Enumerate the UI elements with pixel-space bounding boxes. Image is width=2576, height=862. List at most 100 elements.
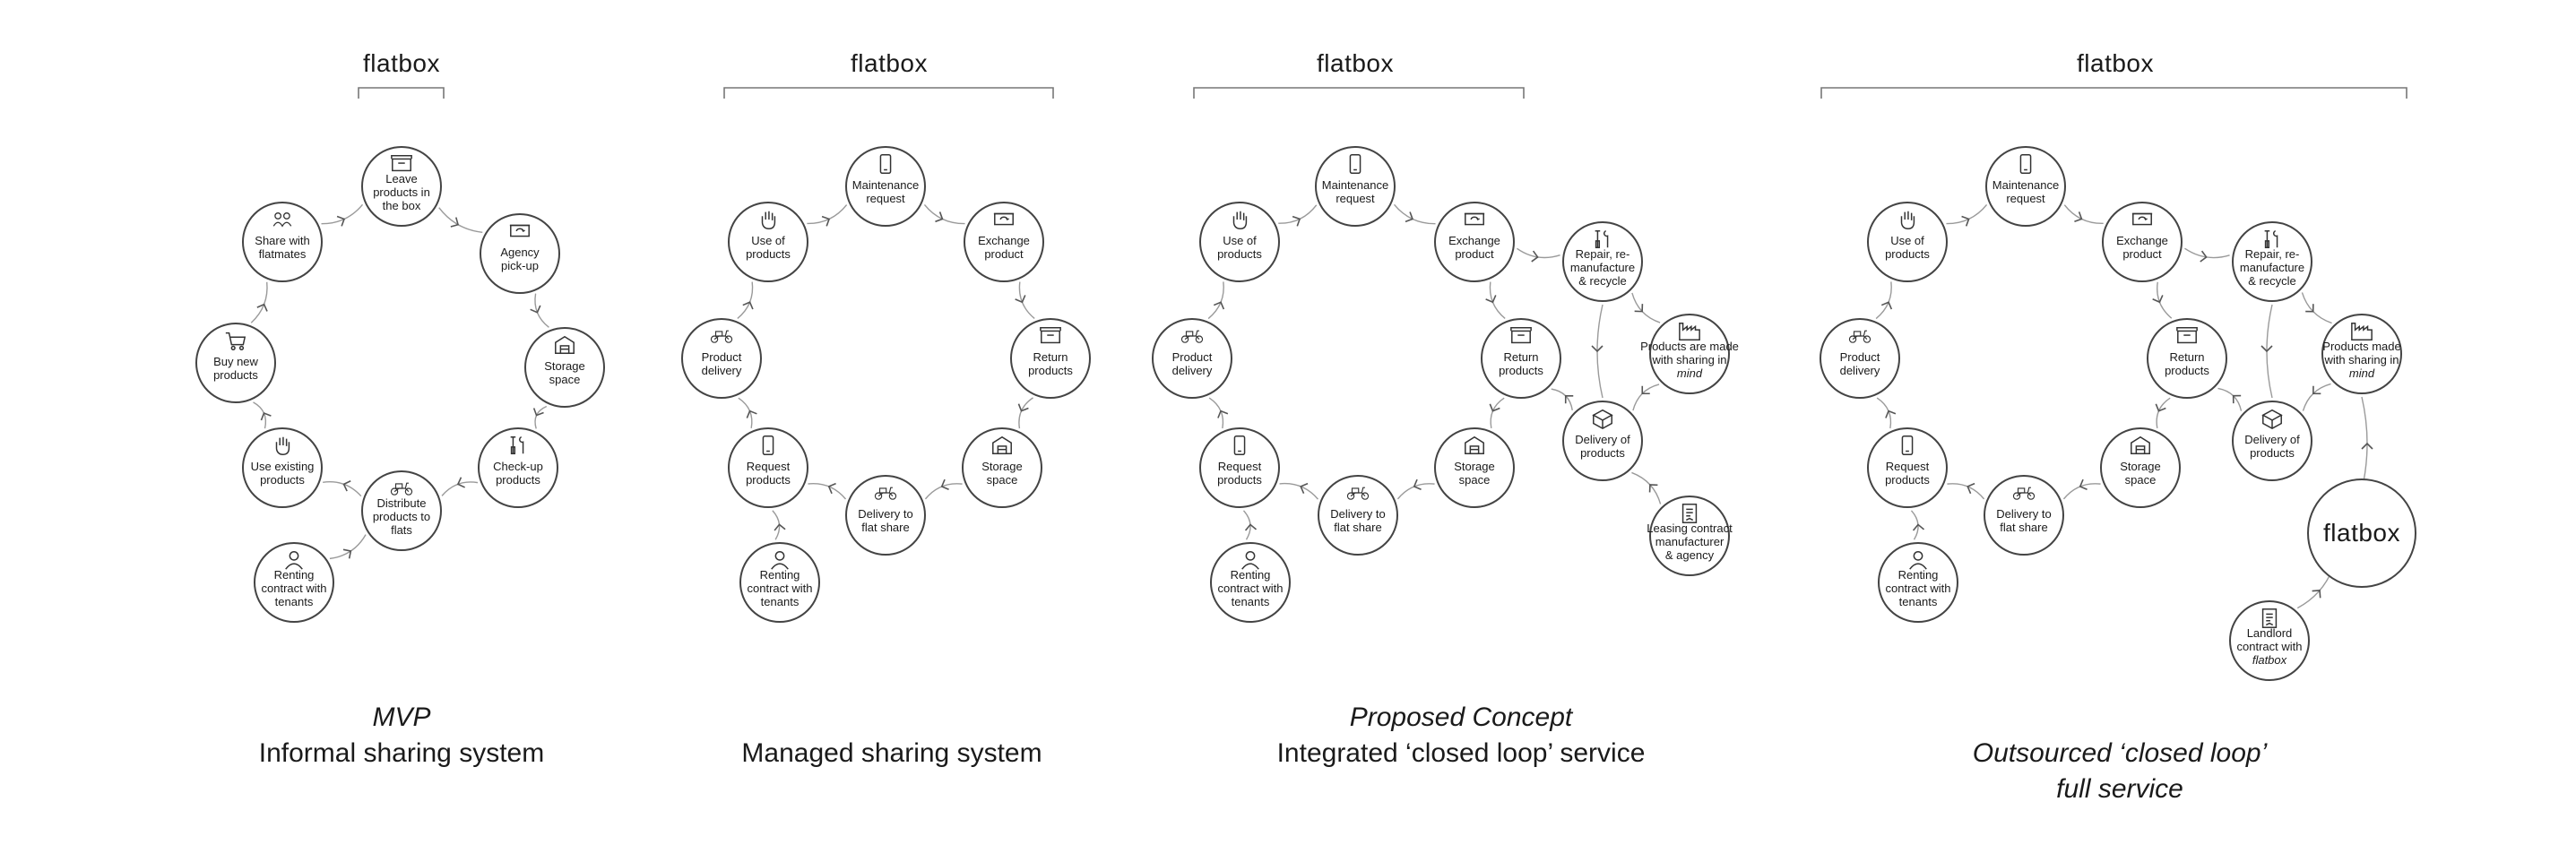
flow-arrow <box>2062 483 2101 500</box>
node-circle <box>2229 600 2310 681</box>
node-label: tenants <box>275 595 314 608</box>
flow-arrow <box>2157 281 2173 319</box>
node-circle <box>478 427 558 508</box>
node-label: Use of <box>1890 234 1924 247</box>
node-label: Maintenance <box>852 178 919 192</box>
node-circle <box>2232 221 2312 302</box>
node-label: Storage <box>1454 460 1495 473</box>
node-circle <box>1649 496 1730 576</box>
flow-arrow-arrowhead <box>940 478 949 490</box>
flow-arrow <box>738 397 753 428</box>
flow-arrow-arrowhead <box>1961 215 1970 227</box>
node-label: products in <box>373 185 430 199</box>
flow-arrow-arrowhead <box>450 217 460 228</box>
node-circle <box>1434 427 1515 508</box>
node-label: request <box>2006 192 2045 205</box>
flow-arrow-arrowhead <box>2361 442 2373 450</box>
flow-arrows <box>1207 203 1662 540</box>
node-circle <box>2147 318 2227 399</box>
node-label: & recycle <box>1578 274 1626 288</box>
flow-arrow-arrowhead <box>2312 590 2321 599</box>
flow-arrow <box>1207 281 1224 320</box>
node-circle <box>1562 221 1643 302</box>
node-circle <box>845 146 926 227</box>
node-label: product <box>984 247 1024 261</box>
node-circle <box>1318 475 1398 556</box>
flow-arrow <box>438 207 483 233</box>
node-label: the box <box>383 199 421 212</box>
flow-arrow-arrowhead <box>1213 301 1225 310</box>
flow-arrow-arrowhead <box>746 409 757 418</box>
flow-arrow-arrowhead <box>2305 304 2314 313</box>
node-label: products <box>1580 446 1625 460</box>
node-label: products <box>1499 364 1543 377</box>
node-label: Product <box>1840 350 1880 364</box>
node-label: Use existing <box>251 460 315 473</box>
node-label: Product <box>1172 350 1213 364</box>
node-circle <box>728 202 808 282</box>
node-label: Repair, re- <box>1576 247 1630 261</box>
node-label: Leasing contract <box>1647 522 1733 535</box>
node-label: Delivery of <box>2244 433 2300 446</box>
node-label: Exchange <box>978 234 1030 247</box>
node-label: Return <box>1033 350 1068 364</box>
node-label: Maintenance <box>1993 178 2059 192</box>
flow-arrow-arrowhead <box>532 408 544 417</box>
flow-arrow-arrowhead <box>1634 304 1644 313</box>
node-label: products <box>2165 364 2209 377</box>
flow-arrow-arrowhead <box>774 523 786 531</box>
node-repair: Repair, re-manufacture& recycle <box>2232 221 2312 302</box>
flow-arrow <box>1278 204 1318 224</box>
node-label: space <box>987 473 1018 487</box>
flow-arrow <box>1632 384 1660 411</box>
flow-arrow <box>924 483 963 500</box>
node-label: Exchange <box>1448 234 1500 247</box>
diagram-caption: Informal sharing system <box>259 738 544 768</box>
flow-arrow-arrowhead <box>260 412 272 421</box>
flow-arrow <box>1876 397 1892 429</box>
node-label: & agency <box>1665 548 1715 562</box>
brand-logo: flatbox <box>2077 49 2154 77</box>
node-circle <box>962 427 1042 508</box>
flow-arrow-arrowhead <box>827 482 836 495</box>
flow-arrow-arrowhead <box>1300 482 1309 495</box>
flow-arrow <box>1490 397 1505 428</box>
node-label: products <box>1028 364 1073 377</box>
flow-arrow-arrowhead <box>1489 403 1500 412</box>
node-label: flat share <box>861 521 909 534</box>
flow-arrow <box>1875 281 1892 320</box>
node-label: Storage <box>981 460 1023 473</box>
node-label: with sharing in <box>1651 353 1726 366</box>
node-label: manufacturer <box>1655 535 1725 548</box>
flow-arrow-arrowhead <box>2260 345 2273 353</box>
node-circle <box>242 202 323 282</box>
node-label: delivery <box>1840 364 1880 377</box>
brand-bracket <box>723 87 1054 99</box>
diagram-caption: Managed sharing system <box>741 738 1042 768</box>
flow-arrow <box>2217 387 2243 411</box>
node-label: product <box>1455 247 1494 261</box>
node-circle <box>1152 318 1232 399</box>
node-label: Use of <box>1223 234 1257 247</box>
node-circle <box>1562 401 1643 481</box>
node-label: products <box>2250 446 2295 460</box>
node-label: products <box>1885 473 1930 487</box>
node-circle <box>845 475 926 556</box>
node-circle <box>739 542 820 623</box>
flow-arrow <box>329 534 367 560</box>
